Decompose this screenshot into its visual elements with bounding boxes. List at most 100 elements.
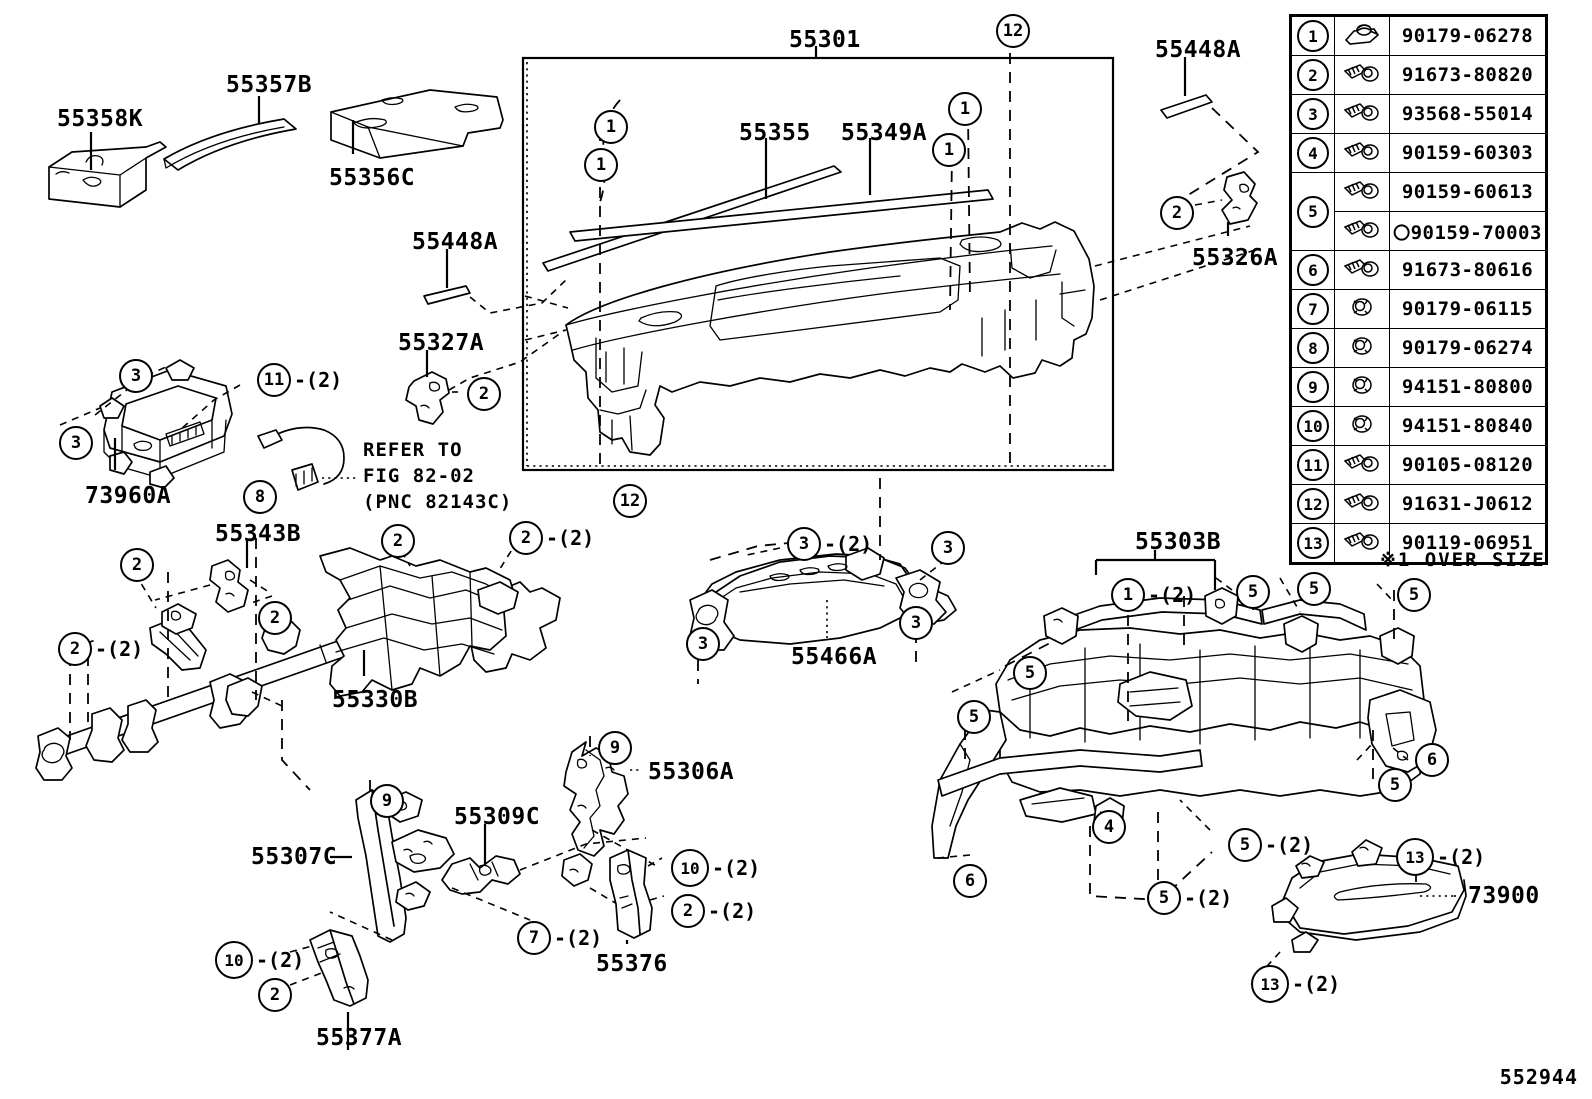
callout[interactable]: 6 bbox=[1415, 743, 1452, 777]
part-label: 55358K bbox=[57, 106, 144, 132]
callout-number: 5 bbox=[1378, 768, 1412, 802]
table-row[interactable]: 1 90179-06278 bbox=[1291, 16, 1546, 56]
callout[interactable]: 12 bbox=[996, 14, 1033, 48]
callout[interactable]: 5 bbox=[1297, 572, 1334, 606]
part-label: 55376 bbox=[596, 951, 668, 977]
callout[interactable]: 2-(2) bbox=[58, 632, 143, 666]
callout[interactable]: 1-(2) bbox=[1111, 578, 1196, 612]
part-55356C-art bbox=[330, 89, 504, 159]
callout-qty: -(2) bbox=[708, 899, 757, 923]
item-number-cell: 10 bbox=[1291, 406, 1335, 446]
callout[interactable]: 5 bbox=[1378, 768, 1415, 802]
callout[interactable]: 2 bbox=[1160, 196, 1197, 230]
refer-to-note: REFER TO FIG 82-02 (PNC 82143C) bbox=[363, 437, 512, 515]
callout[interactable]: 3 bbox=[931, 531, 968, 565]
callout[interactable]: 4 bbox=[1092, 810, 1129, 844]
table-row[interactable]: 3 93568-55014 bbox=[1291, 94, 1546, 134]
part-label: 55326A bbox=[1192, 245, 1279, 271]
callout[interactable]: 7-(2) bbox=[517, 921, 602, 955]
item-number-cell: 7 bbox=[1291, 289, 1335, 329]
table-row[interactable]: 9 94151-80800 bbox=[1291, 367, 1546, 407]
callout[interactable]: 2 bbox=[258, 978, 295, 1012]
item-number-cell: 13 bbox=[1291, 523, 1335, 563]
table-row[interactable]: 10 94151-80840 bbox=[1291, 406, 1546, 446]
item-number-cell: 1 bbox=[1291, 16, 1335, 56]
callout[interactable]: 5-(2) bbox=[1228, 828, 1313, 862]
callout[interactable]: 11-(2) bbox=[257, 363, 342, 397]
item-number-cell: 5 bbox=[1291, 172, 1335, 251]
callout[interactable]: 2 bbox=[258, 601, 295, 635]
callout[interactable]: 8 bbox=[243, 480, 280, 514]
callout[interactable]: 2 bbox=[120, 548, 157, 582]
callout[interactable]: 5 bbox=[1013, 656, 1050, 690]
table-row[interactable]: 〇​90159-70003 bbox=[1292, 211, 1546, 251]
callout-number: 2 bbox=[120, 548, 154, 582]
part-label: 73900 bbox=[1468, 883, 1540, 909]
callout[interactable]: 6 bbox=[953, 864, 990, 898]
callout[interactable]: 13-(2) bbox=[1396, 838, 1485, 876]
fastener-parts-table: 1 90179-06278 2 91673-80820 3 93568-5501… bbox=[1289, 14, 1548, 565]
callout[interactable]: 5 bbox=[1397, 578, 1434, 612]
callout[interactable]: 9 bbox=[598, 731, 635, 765]
table-row[interactable]: 5 90159-60613 bbox=[1291, 172, 1546, 251]
oversize-mark: 〇​ bbox=[1393, 223, 1411, 244]
callout[interactable]: 5 bbox=[1236, 575, 1273, 609]
callout-number: 11 bbox=[257, 363, 291, 397]
screw-icon bbox=[1334, 55, 1390, 95]
callout-number: 7 bbox=[517, 921, 551, 955]
table-row[interactable]: 7 90179-06115 bbox=[1291, 289, 1546, 329]
table-row[interactable]: 4 90159-60303 bbox=[1291, 133, 1546, 173]
screw-icon bbox=[1334, 250, 1390, 290]
table-row[interactable]: 13 90119-06951 bbox=[1291, 523, 1546, 563]
callout[interactable]: 2 bbox=[381, 524, 418, 558]
callout-number: 5 bbox=[1228, 828, 1262, 862]
callout-number: 3 bbox=[931, 531, 965, 565]
callout[interactable]: 2 bbox=[467, 377, 504, 411]
refer-to-line-3: (PNC 82143C) bbox=[363, 491, 513, 513]
callout[interactable]: 1 bbox=[948, 92, 985, 126]
callout-number: 3 bbox=[899, 606, 933, 640]
callout[interactable]: 3 bbox=[59, 426, 96, 460]
part-label: 73960A bbox=[85, 483, 172, 509]
callout[interactable]: 5-(2) bbox=[1147, 881, 1232, 915]
part-55377A-art bbox=[309, 929, 369, 1007]
screw-icon bbox=[1334, 172, 1390, 212]
callout[interactable]: 1 bbox=[584, 148, 621, 182]
part-55303B-art bbox=[931, 587, 1437, 859]
part-label: 55343B bbox=[215, 521, 302, 547]
table-row[interactable]: 2 91673-80820 bbox=[1291, 55, 1546, 95]
callout[interactable]: 12 bbox=[613, 484, 650, 518]
part-55448A-left-art bbox=[423, 285, 471, 305]
callout[interactable]: 5 bbox=[957, 700, 994, 734]
callout[interactable]: 2-(2) bbox=[509, 521, 594, 555]
callout[interactable]: 10-(2) bbox=[215, 941, 304, 979]
table-row[interactable]: 11 90105-08120 bbox=[1291, 445, 1546, 485]
callout-number: 1 bbox=[584, 148, 618, 182]
callout[interactable]: 10-(2) bbox=[671, 849, 760, 887]
callout-qty: -(2) bbox=[1184, 886, 1233, 910]
callout[interactable]: 3-(2) bbox=[787, 527, 872, 561]
callout[interactable]: 3 bbox=[899, 606, 936, 640]
connector-art bbox=[257, 426, 345, 491]
table-row[interactable]: 8 90179-06274 bbox=[1291, 328, 1546, 368]
table-row[interactable]: 6 91673-80616 bbox=[1291, 250, 1546, 290]
part-label: 55309C bbox=[454, 804, 541, 830]
callout[interactable]: 1 bbox=[932, 133, 969, 167]
callout[interactable]: 3 bbox=[686, 627, 723, 661]
callout-number: 2 bbox=[58, 632, 92, 666]
part-55301-art bbox=[565, 221, 1095, 456]
callout-number: 8 bbox=[243, 480, 277, 514]
part-label: 55327A bbox=[398, 330, 485, 356]
callout[interactable]: 1 bbox=[594, 110, 631, 144]
callout[interactable]: 13-(2) bbox=[1251, 965, 1340, 1003]
part-55309C-art bbox=[441, 855, 521, 895]
callout[interactable]: 2-(2) bbox=[671, 894, 756, 928]
item-number-cell: 9 bbox=[1291, 367, 1335, 407]
table-row[interactable]: 12 91631-J0612 bbox=[1291, 484, 1546, 524]
callout[interactable]: 3 bbox=[119, 359, 156, 393]
callout-number: 6 bbox=[1415, 743, 1449, 777]
item-number-cell: 8 bbox=[1291, 328, 1335, 368]
callout[interactable]: 9 bbox=[370, 784, 407, 818]
part-73960A-art bbox=[99, 359, 233, 489]
